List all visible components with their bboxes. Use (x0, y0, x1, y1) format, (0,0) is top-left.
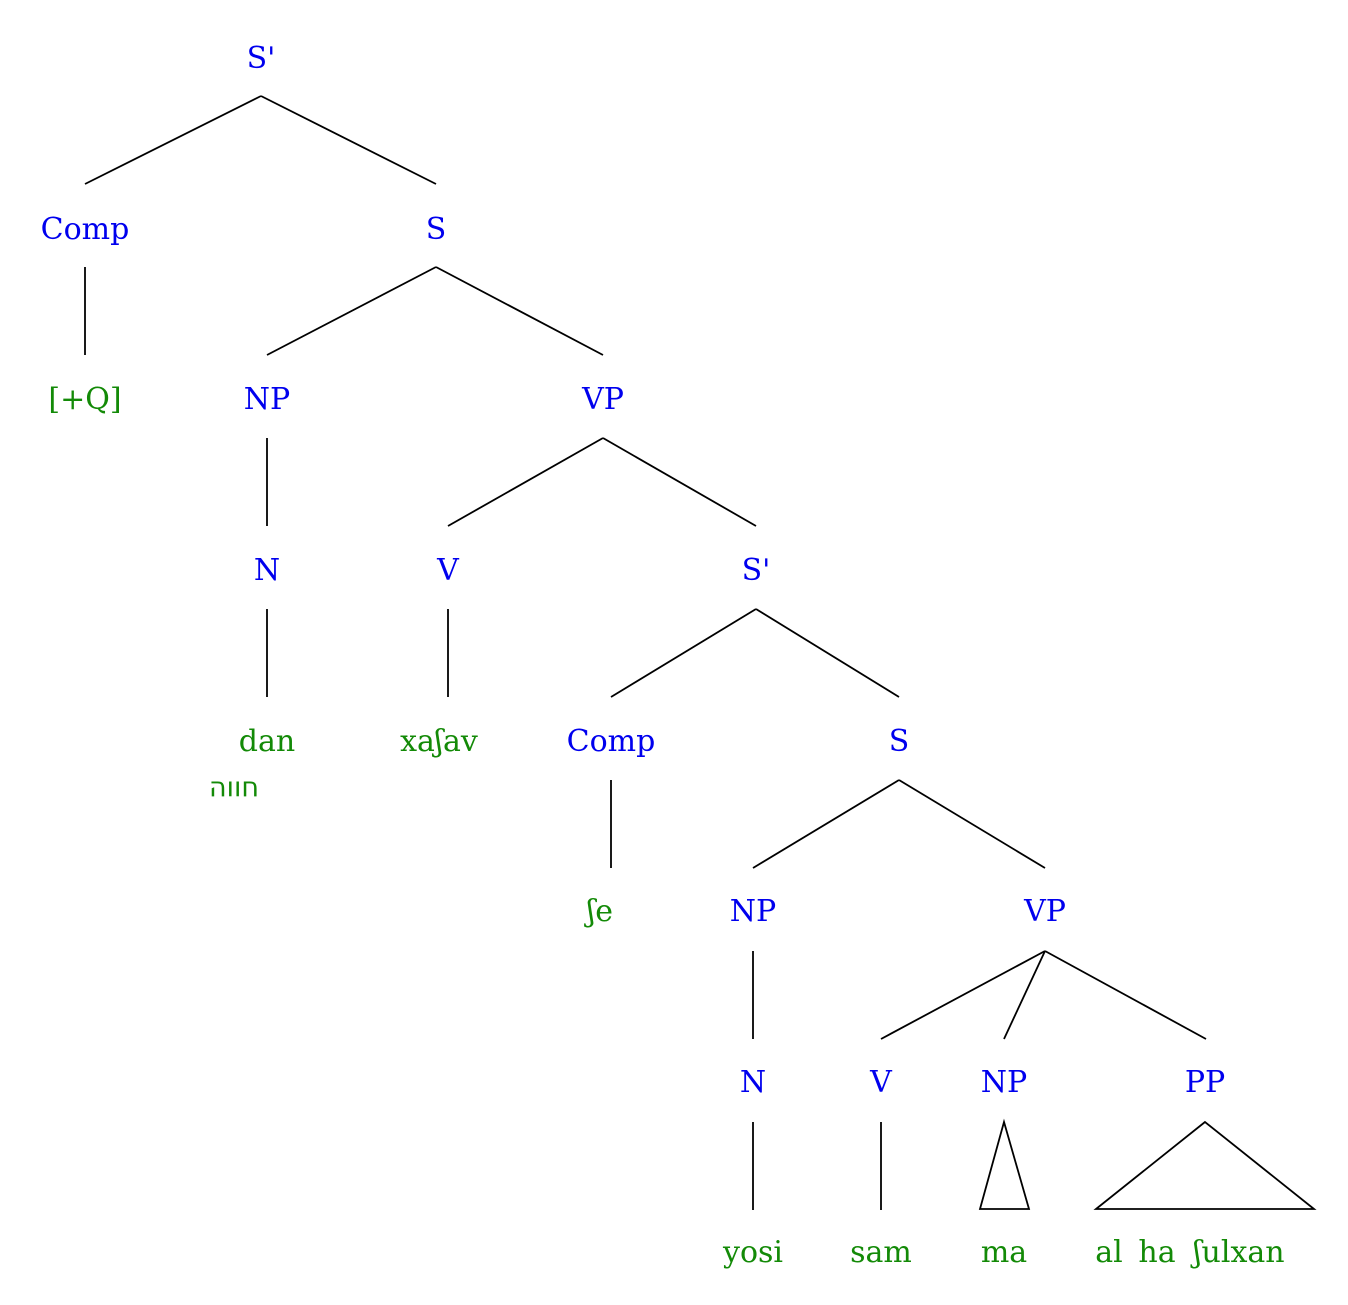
category-labels: S' Comp S NP VP N V S' Comp S NP VP N V … (41, 41, 1226, 1100)
branch-sbar2-comp (610, 608, 757, 698)
word-shulxan: ʃulxan (1190, 1235, 1284, 1270)
word-dan: dan (239, 724, 295, 759)
node-comp-top: Comp (41, 212, 130, 247)
branch-s-np (266, 266, 437, 356)
triangle-np-ma (978, 1118, 1031, 1210)
branch-vp-sbar (602, 437, 757, 527)
node-np-2: NP (730, 894, 776, 929)
word-q-feature: [+Q] (48, 382, 121, 417)
word-ma: ma (981, 1235, 1027, 1270)
terminal-words: [+Q] dan חווה xaʃav ʃe yosi sam ma al ha… (48, 382, 1284, 1270)
node-vp-2: VP (1023, 894, 1066, 929)
node-np-3: NP (981, 1065, 1027, 1100)
word-ha: ha (1138, 1235, 1175, 1270)
branch-sbar-comp (84, 95, 262, 185)
node-comp-2: Comp (567, 724, 656, 759)
word-yosi: yosi (722, 1235, 783, 1270)
node-s-top: S (426, 212, 447, 247)
node-v-2: V (869, 1065, 893, 1100)
node-n-1: N (254, 553, 280, 588)
word-sam: sam (850, 1235, 912, 1270)
node-v-1: V (436, 553, 460, 588)
word-hebrew-gloss: חווה (209, 773, 259, 804)
branch-vp2-v (880, 950, 1046, 1040)
triangle-pp-phrase (1093, 1120, 1317, 1210)
node-n-2: N (740, 1065, 766, 1100)
branch-vp-v (447, 437, 604, 527)
word-she: ʃe (584, 894, 613, 929)
branch-vp2-pp (1044, 950, 1207, 1040)
tree-branches (84, 95, 1317, 1210)
branch-s-vp (435, 266, 604, 356)
branch-s2-vp (898, 779, 1046, 869)
node-np-1: NP (244, 382, 290, 417)
node-s-2: S (889, 724, 910, 759)
branch-sbar-s (260, 95, 437, 185)
node-sbar-2: S' (742, 553, 771, 588)
word-al: al (1095, 1235, 1122, 1270)
branch-s2-np (752, 779, 900, 869)
word-xashav: xaʃav (400, 724, 478, 759)
branch-vp2-np (1003, 950, 1046, 1040)
node-pp-1: PP (1185, 1065, 1225, 1100)
branch-sbar2-s (755, 608, 900, 698)
node-vp-1: VP (581, 382, 624, 417)
node-sbar-top: S' (247, 41, 276, 76)
